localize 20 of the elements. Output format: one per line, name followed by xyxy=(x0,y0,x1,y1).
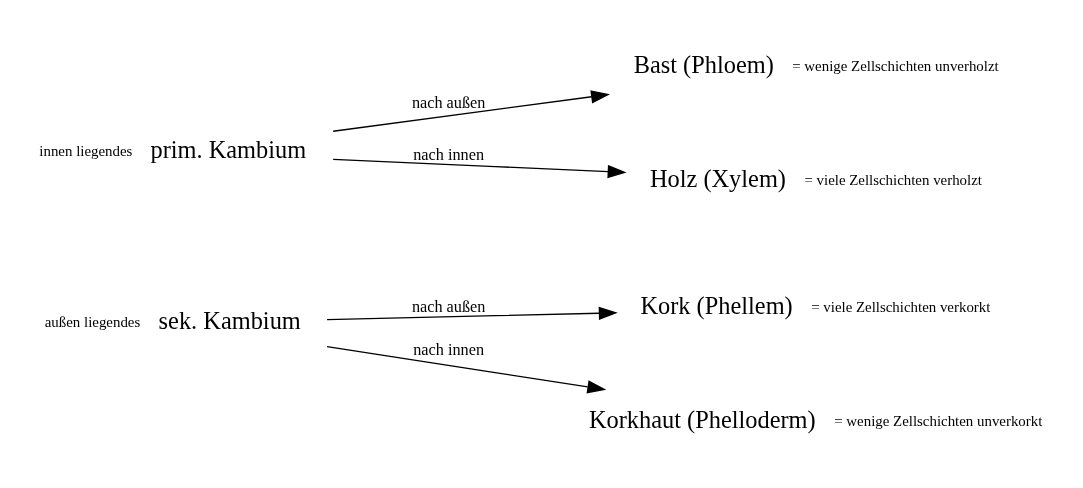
node-label: = wenige Zellschichten unverholzt xyxy=(792,57,999,74)
node-label: = viele Zellschichten verholzt xyxy=(804,171,982,188)
arrow xyxy=(332,89,611,132)
node-text: Korkhaut (Phelloderm) xyxy=(588,405,816,433)
edge-label: nach außen xyxy=(411,297,486,316)
node-text: Kork (Phellem) xyxy=(640,291,793,319)
node-label: = viele Zellschichten verkorkt xyxy=(811,298,991,315)
node-label: innen liegendes xyxy=(39,142,133,159)
node-label: außen liegendes xyxy=(44,313,141,330)
node-text: prim. Kambium xyxy=(150,135,307,163)
edge-label: nach innen xyxy=(413,145,485,164)
node-label: = wenige Zellschichten unverkorkt xyxy=(834,412,1043,429)
edge-label: nach innen xyxy=(413,340,485,359)
arrow xyxy=(326,306,618,320)
node-text: Bast (Phloem) xyxy=(633,50,774,78)
arrow xyxy=(326,345,607,393)
arrow xyxy=(332,158,627,178)
node-text: sek. Kambium xyxy=(158,306,301,334)
edge-label: nach außen xyxy=(411,93,486,112)
node-text: Holz (Xylem) xyxy=(649,164,786,192)
